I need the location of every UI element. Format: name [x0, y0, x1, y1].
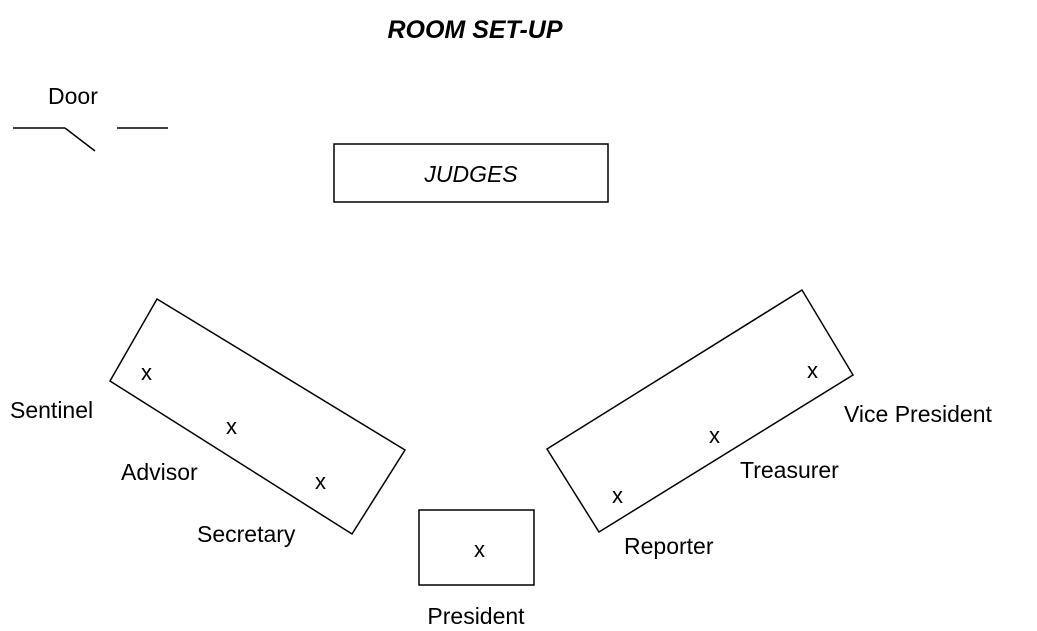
door-swing: [64, 127, 96, 152]
judges-table: [333, 143, 609, 203]
judges-label: JUDGES: [423, 161, 518, 187]
left-officer-table: [108, 297, 407, 536]
seat-label-president: President: [427, 603, 525, 629]
seat-mark-secretary: x: [315, 469, 326, 494]
seat-mark-vice-president: x: [807, 358, 818, 383]
seat-mark-treasurer: x: [709, 423, 720, 448]
seat-label-treasurer: Treasurer: [740, 457, 839, 483]
seat-label-advisor: Advisor: [121, 459, 198, 485]
right-officer-table: [545, 288, 855, 534]
door-symbol: [13, 127, 168, 152]
door-label: Door: [48, 83, 98, 109]
seat-label-secretary: Secretary: [197, 521, 296, 547]
seat-mark-advisor: x: [226, 414, 237, 439]
seat-mark-sentinel: x: [141, 360, 152, 385]
seat-label-vice-president: Vice President: [844, 401, 992, 427]
diagram-title: ROOM SET-UP: [387, 16, 562, 44]
president-table: [418, 509, 535, 586]
seat-mark-reporter: x: [612, 483, 623, 508]
seat-label-sentinel: Sentinel: [10, 397, 93, 423]
seat-mark-president: x: [474, 537, 485, 562]
seat-label-reporter: Reporter: [624, 533, 714, 559]
